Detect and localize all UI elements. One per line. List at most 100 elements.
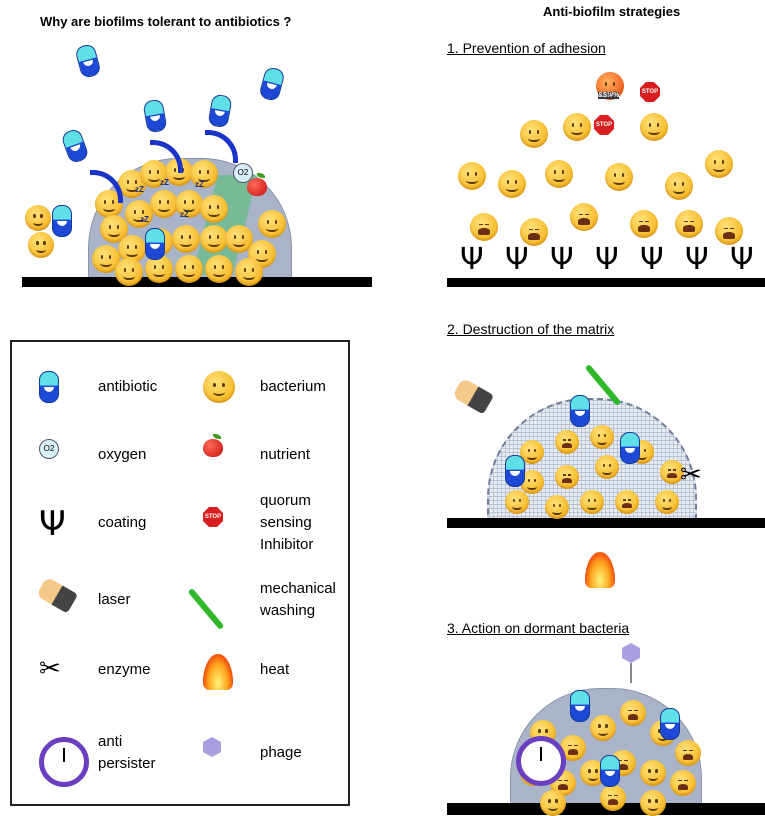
bacterium-icon: [258, 210, 286, 238]
bacterium-icon: [458, 162, 486, 190]
antibiotic-pill-icon: [145, 228, 165, 260]
legend-label: nutrient: [260, 446, 311, 463]
angry-text: &$!#%: [598, 92, 620, 99]
bacterium-icon: [172, 225, 200, 253]
antibiotic-pill-icon: [60, 127, 90, 165]
bacterium-icon: [563, 113, 591, 141]
trident-coating-icon: Ψ: [640, 242, 664, 277]
bacterium-icon: [175, 255, 203, 283]
legend-label-line: Inhibitor: [260, 536, 314, 553]
stressed-bacterium-icon: [570, 203, 598, 231]
bacterium-icon: [545, 495, 569, 519]
bacterium-icon: [545, 160, 573, 188]
bacterium-icon: [595, 455, 619, 479]
stressed-bacterium-icon: [660, 460, 684, 484]
sleep-zz-icon: zZ: [195, 180, 204, 189]
bacterium-icon: [235, 258, 263, 286]
stop-sign-icon: STOP: [594, 115, 614, 135]
scissors-icon: ✂: [39, 654, 61, 684]
legend-label: phage: [260, 744, 302, 761]
bacterium-icon: [505, 490, 529, 514]
legend-label-line: persister: [98, 755, 156, 772]
section-prevention-title: 1. Prevention of adhesion: [447, 40, 606, 56]
stressed-bacterium-icon: [620, 700, 646, 726]
right-panel-title: Anti-biofilm strategies: [543, 4, 681, 19]
bacterium-icon: [92, 245, 120, 273]
stressed-bacterium-icon: [715, 217, 743, 245]
antibiotic-pill-icon: [660, 708, 680, 740]
antibiotic-pill-icon: [207, 93, 233, 129]
antibiotic-pill-icon: [505, 455, 525, 487]
antibiotic-pill-icon: [570, 395, 590, 427]
legend-label-line: sensing: [260, 514, 312, 531]
section-dormant-title: 3. Action on dormant bacteria: [447, 620, 630, 636]
stressed-bacterium-icon: [675, 740, 701, 766]
bacterium-icon: [28, 232, 54, 258]
bacterium-icon: [145, 255, 173, 283]
phage-icon: [203, 737, 221, 757]
bacterium-icon: [520, 440, 544, 464]
antibiotic-pill-icon: [74, 42, 102, 80]
apple-icon: [247, 173, 267, 196]
trident-coating-icon: Ψ: [685, 242, 709, 277]
sleep-zz-icon: zZ: [135, 185, 144, 194]
bacterium-icon: [190, 160, 218, 188]
bacterium-icon: [200, 195, 228, 223]
bacterium-icon: [25, 205, 51, 231]
fire-icon: [203, 654, 233, 690]
trident-coating-icon: Ψ: [460, 242, 484, 277]
stressed-bacterium-icon: [600, 785, 626, 811]
bacterium-icon: [590, 425, 614, 449]
coated-surface: [447, 278, 765, 287]
legend-label: antibiotic: [98, 378, 158, 395]
antibiotic-pill-icon: [258, 65, 286, 103]
bacterium-icon: [150, 190, 178, 218]
bacterium-icon: [605, 163, 633, 191]
trident-coating-icon: Ψ: [595, 242, 619, 277]
stressed-bacterium-icon: [520, 218, 548, 246]
antibiotic-pill-icon: [39, 371, 59, 403]
oxygen-bubble-icon: O2: [39, 439, 59, 459]
bacterium-icon: [640, 760, 666, 786]
bacterium-icon: [655, 490, 679, 514]
sleep-zz-icon: zZ: [180, 210, 189, 219]
bacterium-smiley-icon: [203, 371, 235, 403]
bacterium-icon: [640, 113, 668, 141]
scissors-icon: ✂: [680, 460, 702, 490]
bacterium-icon: [540, 790, 566, 816]
bacterium-icon: [200, 225, 228, 253]
legend-label-line: mechanical: [260, 580, 336, 597]
bacterium-icon: [248, 240, 276, 268]
antibiotic-pill-icon: [620, 432, 640, 464]
legend-label: mechanical washing: [260, 578, 336, 622]
legend-box: [10, 340, 350, 806]
bacterium-icon: [115, 258, 143, 286]
legend-label: bacterium: [260, 378, 326, 395]
bacterium-icon: [665, 172, 693, 200]
stressed-bacterium-icon: [615, 490, 639, 514]
curved-arrow-icon: [90, 170, 123, 203]
bacterium-icon: [580, 490, 604, 514]
surface-2: [447, 518, 765, 528]
left-panel-title: Why are biofilms tolerant to antibiotics…: [40, 14, 292, 29]
trident-coating-icon: Ψ: [730, 242, 754, 277]
sleep-zz-icon: zZ: [140, 215, 149, 224]
legend-label-line: washing: [260, 602, 316, 619]
antibiotic-pill-icon: [52, 205, 72, 237]
stressed-bacterium-icon: [555, 465, 579, 489]
curved-arrow-icon: [205, 130, 238, 163]
legend-label: enzyme: [98, 661, 151, 678]
oxygen-bubble-icon: O2: [233, 163, 253, 183]
stressed-bacterium-icon: [470, 213, 498, 241]
fire-icon: [585, 552, 615, 588]
legend-label-line: quorum: [260, 492, 311, 509]
laser-gun-icon: [451, 377, 495, 415]
antibiotic-pill-icon: [142, 98, 168, 134]
bacterium-icon: [590, 715, 616, 741]
stressed-bacterium-icon: [670, 770, 696, 796]
phage-icon: [622, 643, 640, 663]
trident-coating-icon: Ψ: [505, 242, 529, 277]
bacterium-icon: [205, 255, 233, 283]
